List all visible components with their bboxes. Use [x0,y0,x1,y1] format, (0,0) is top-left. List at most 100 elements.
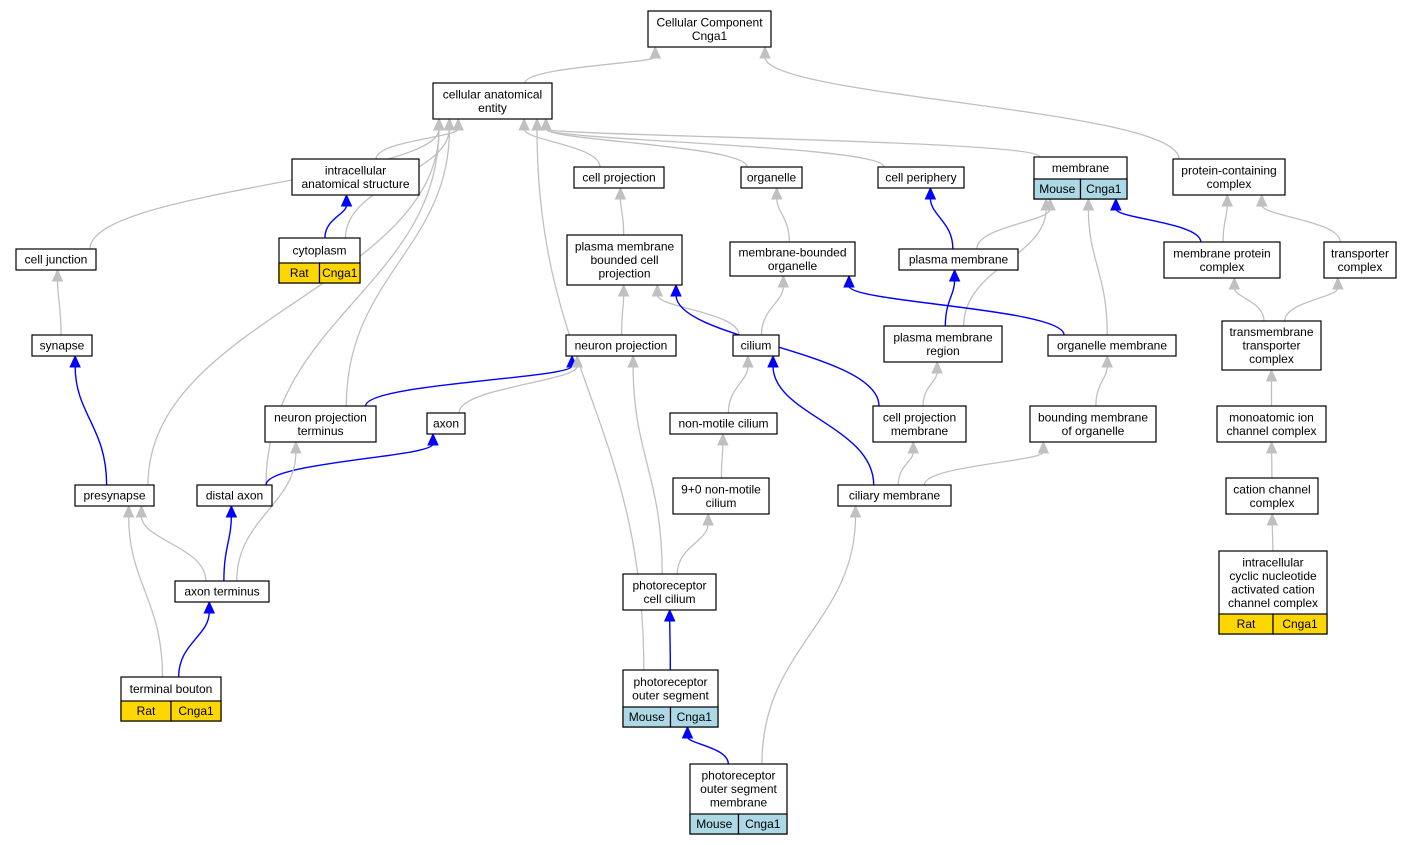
arrowhead [924,186,937,200]
term-node-synapse[interactable]: synapse [31,334,93,357]
term-label-line: complex [1338,260,1383,274]
species-badge-label: Rat [290,266,309,280]
term-box [872,405,967,443]
edge-ias-to-cae [375,128,459,160]
arrowhead [571,354,584,368]
term-label-line: transporter [1242,339,1300,353]
arrowhead [681,725,694,739]
edge-neuronproj-to-pmbcp [620,294,625,336]
arrowhead [759,45,771,59]
term-node-axonterm[interactable]: axon terminus [174,580,270,603]
term-box [15,248,97,271]
species-badge-label: Mouse [629,710,665,724]
term-label-line: photoreceptor [633,675,707,689]
term-box [174,580,270,603]
term-box [1047,334,1177,357]
term-box [672,477,770,515]
edge-pcc-to-cc [764,56,1180,160]
term-label-line: axon [433,417,459,431]
term-node-distalaxon[interactable]: distal axon [196,484,273,507]
term-label-line: membrane [710,796,768,810]
arrowhead [122,504,135,518]
term-node-ciliarymem[interactable]: ciliary membrane [837,484,952,507]
term-node-presynapse[interactable]: presynapse [74,484,155,507]
term-node-celljunc[interactable]: cell junction [15,248,97,271]
edge-tbouton-to-axonterm [177,611,210,678]
edge-nmc-to-cilium [727,365,749,414]
species-badge-label: Mouse [1039,182,1075,196]
arrowhead [849,504,862,518]
edge-ciliarymem-to-cilium [772,365,875,486]
term-box [1225,477,1319,515]
term-node-orgmem[interactable]: organelle membrane [1047,334,1177,357]
term-node-organelle[interactable]: organelle [740,166,803,189]
term-node-pm[interactable]: plasma membrane [898,248,1019,271]
species-badge [170,700,222,722]
term-label-line: cilium [706,496,737,510]
term-node-cellper[interactable]: cell periphery [877,166,965,189]
edge-presynapse-to-cae [147,128,440,486]
arrowhead [617,283,630,297]
species-badge-label: Cnga1 [1282,617,1318,631]
term-label-line: complex [1250,496,1295,510]
edge-pcilium-to-nm90 [676,523,709,575]
term-node-axon[interactable]: axon [426,412,466,435]
term-node-cilium[interactable]: cilium [732,334,780,357]
edge-posm-to-ciliarymem [761,515,857,765]
edge-transporter-to-pcc [1261,204,1341,243]
term-label-line: plasma membrane [575,240,675,254]
edge-ciliarymem-to-cpm [897,451,914,486]
edge-pcilium-to-neuronproj [632,365,663,575]
term-box [291,158,420,196]
arrowhead [649,45,662,59]
arrowhead [767,354,779,368]
arrowhead [540,117,552,131]
arrowhead [614,186,627,200]
species-badge-label: Cnga1 [1086,182,1122,196]
term-label-line: membrane [1052,161,1110,175]
term-node-cellproj[interactable]: cell projection [573,166,665,189]
term-label-line: distal axon [206,489,263,503]
term-label-line: complex [1200,260,1245,274]
edge-cellper-to-cae [545,128,885,168]
arrowhead [69,354,81,368]
term-label-line: intracellular [325,163,386,177]
term-box [426,412,466,435]
edge-axon-to-neuronproj [458,365,578,414]
term-label-line: anatomical structure [301,177,409,191]
term-label-line: entity [478,101,507,115]
term-label-line: Cnga1 [692,29,728,43]
term-node-nmc[interactable]: non-motile cilium [669,412,778,435]
term-node-neuronproj[interactable]: neuron projection [565,334,677,357]
arrowhead [225,504,238,518]
edge-pos-to-pcilium [669,619,672,671]
term-box [729,241,856,277]
arrowhead [777,274,790,288]
species-badge-label: Cnga1 [677,710,713,724]
arrowhead [1101,354,1114,368]
